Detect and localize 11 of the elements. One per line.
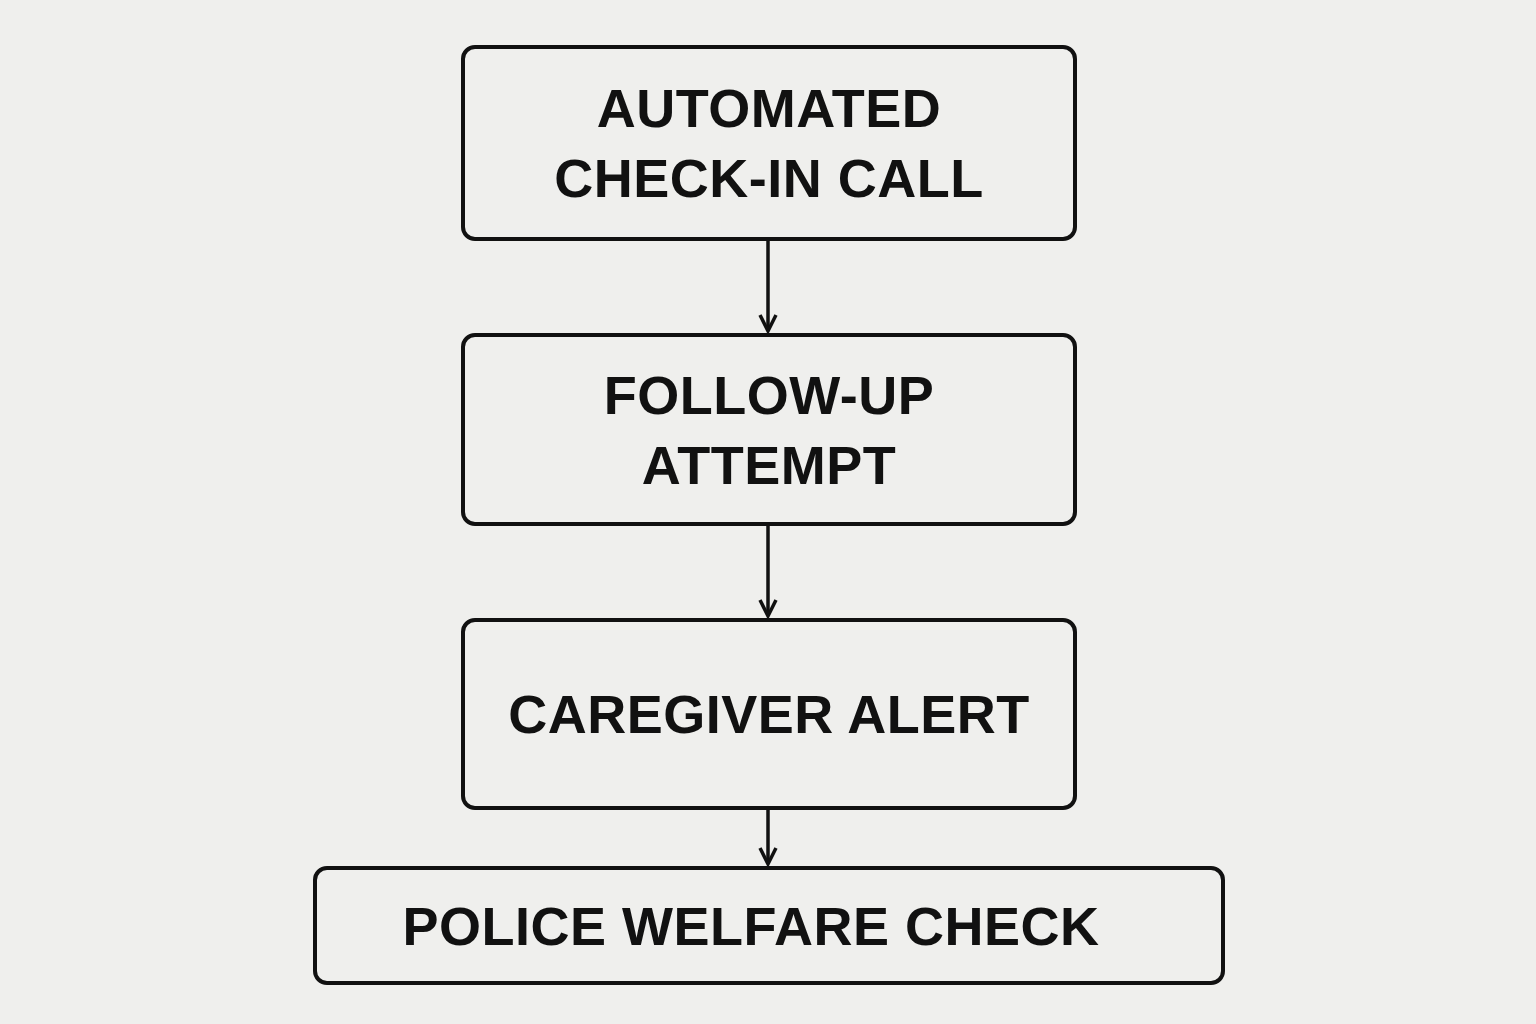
arrow: [758, 810, 778, 866]
box-label: POLICE WELFARE CHECK: [402, 894, 1100, 958]
process-box: [461, 333, 1077, 526]
arrow: [758, 241, 778, 333]
process-box: [461, 45, 1077, 241]
process-box: [313, 866, 1225, 985]
box-label: AUTOMATED CHECK-IN CALL: [553, 77, 985, 210]
box-label: FOLLOW-UP ATTEMPT: [602, 363, 936, 497]
arrow: [758, 526, 778, 618]
process-box: [461, 618, 1077, 810]
box-label: CAREGIVER ALERT: [508, 683, 1030, 746]
